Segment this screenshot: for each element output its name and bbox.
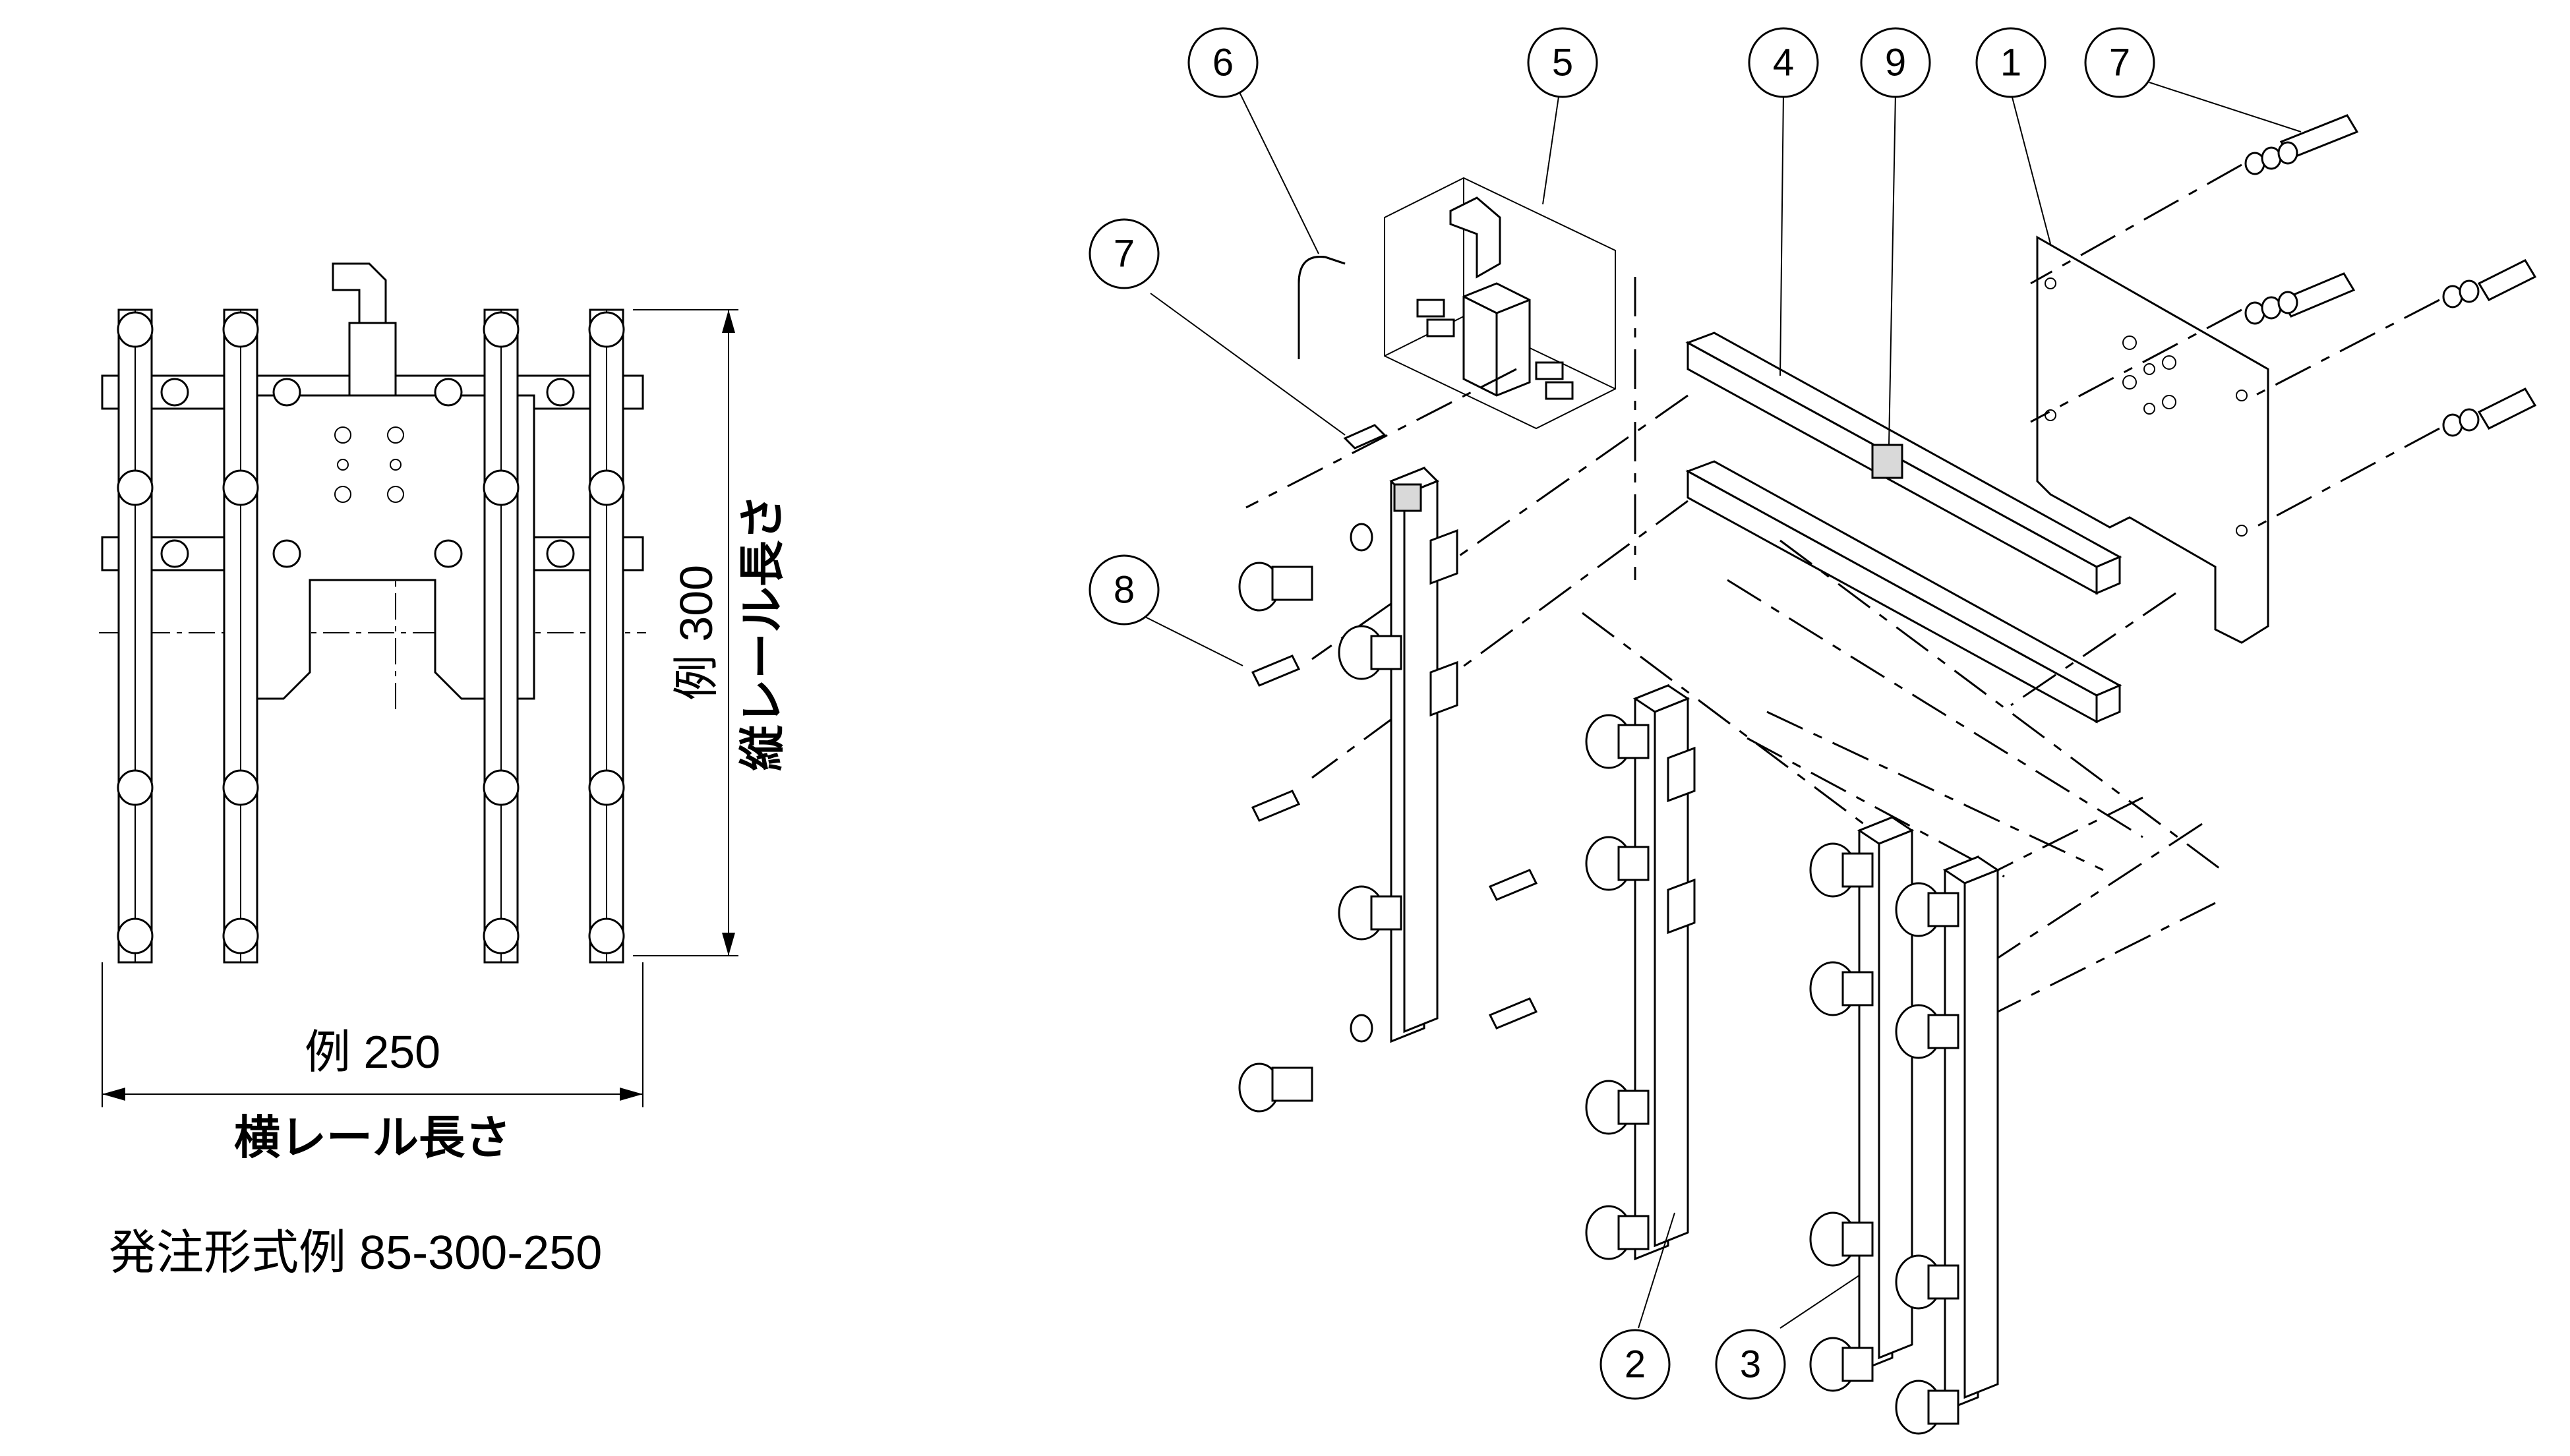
svg-text:5: 5: [1552, 42, 1573, 84]
projection-lines: [1245, 163, 2440, 1016]
callout-2: 2: [1599, 1329, 1671, 1400]
bolts: [1343, 114, 2537, 450]
svg-text:2: 2: [1625, 1343, 1646, 1386]
callout-7-top: 7: [2084, 27, 2155, 98]
svg-text:7: 7: [2109, 42, 2130, 84]
callout-4: 4: [1748, 27, 1819, 98]
height-value: 例 300: [671, 565, 722, 701]
callout-5: 5: [1527, 27, 1598, 98]
height-label: 縦レール長さ: [736, 494, 788, 771]
svg-text:1: 1: [2000, 42, 2021, 84]
plate-holes: [334, 426, 404, 503]
callout-1: 1: [1975, 27, 2047, 98]
exploded-view: 6 5 4 9 1 7 7 8 2 3: [1089, 27, 2537, 1435]
assembled-front-view: 例 300 縦レール長さ 例 250 横レール長さ 発注形式例 85-300-2…: [99, 262, 788, 1279]
svg-text:9: 9: [1885, 42, 1906, 84]
leader-lines: [1143, 82, 2302, 1329]
callout-7-left: 7: [1089, 218, 1160, 289]
vertical-rail-left-assembly: [1238, 466, 1458, 1113]
vertical-rails-right-assembly: [1809, 815, 2000, 1435]
base-plate-holes: [2045, 277, 2248, 537]
elbow-fitting-iso: [1449, 196, 1501, 279]
callout-9: 9: [1860, 27, 1931, 98]
manifold-block-iso: [1462, 282, 1531, 397]
elbow-fitting: [332, 262, 387, 324]
vertical-rail-middle-assembly: [1488, 684, 1696, 1261]
callout-8: 8: [1089, 554, 1160, 626]
suction-pads-front: [117, 311, 625, 954]
callout-3: 3: [1715, 1329, 1786, 1400]
callout-6: 6: [1187, 27, 1259, 98]
svg-text:8: 8: [1114, 569, 1135, 612]
clamp-block: [1871, 444, 1903, 479]
small-fittings: [1416, 299, 1574, 400]
base-plate: [2036, 235, 2269, 644]
mounting-plate: [256, 394, 535, 700]
manifold-block: [348, 322, 397, 397]
vertical-rails: [117, 308, 624, 964]
rail-clamps: [160, 378, 575, 568]
height-dimension: [633, 309, 738, 956]
width-value: 例 250: [305, 1026, 440, 1078]
order-example: 発注形式例 85-300-250: [109, 1227, 602, 1279]
svg-text:4: 4: [1773, 42, 1794, 84]
svg-text:3: 3: [1740, 1343, 1761, 1386]
hose: [1298, 256, 1346, 359]
svg-text:6: 6: [1212, 42, 1234, 84]
width-dimension: [102, 962, 643, 1107]
width-label: 横レール長さ: [234, 1112, 511, 1163]
svg-text:7: 7: [1114, 233, 1135, 276]
